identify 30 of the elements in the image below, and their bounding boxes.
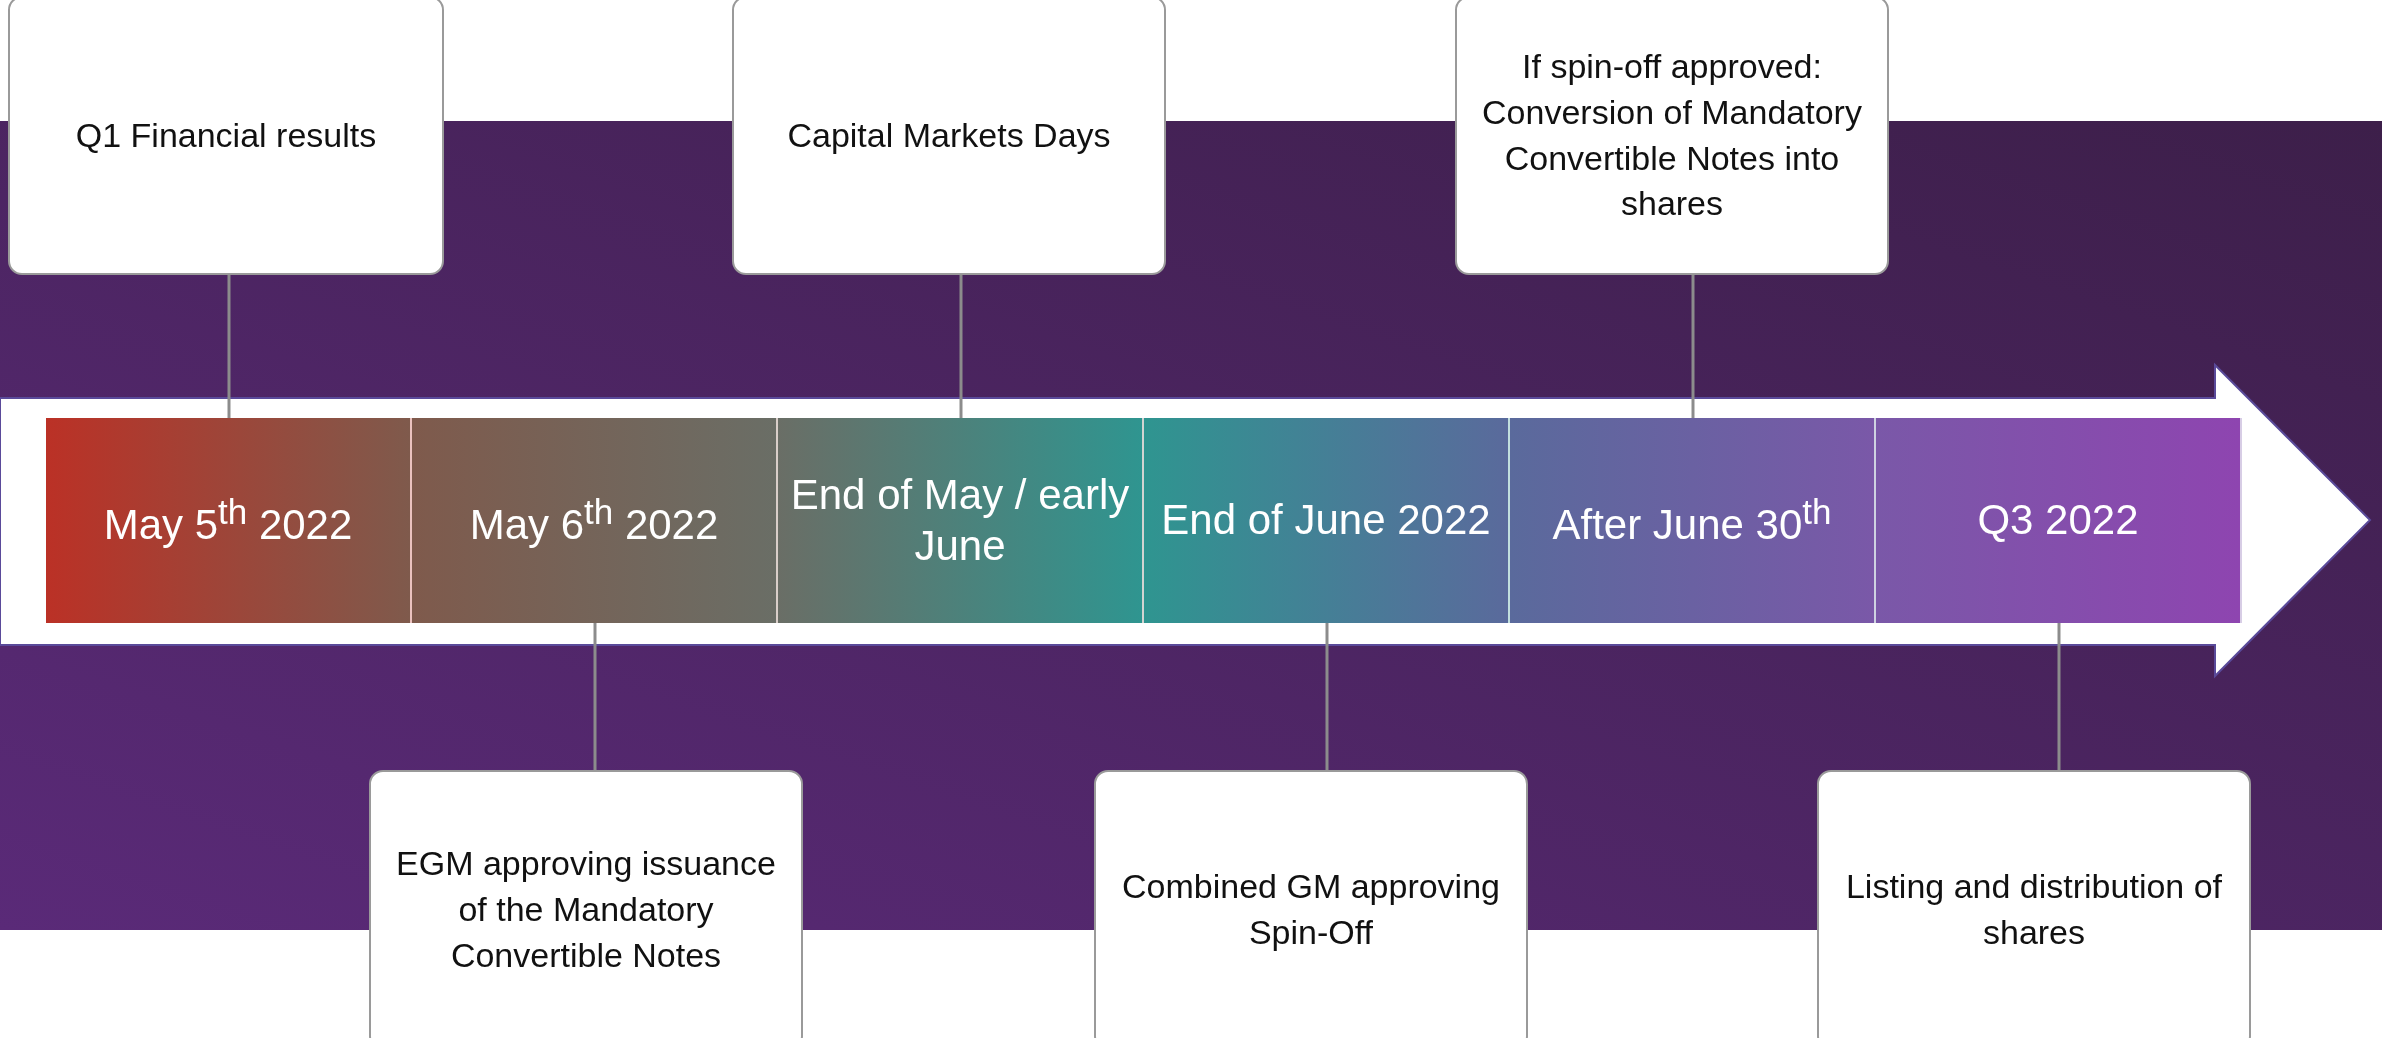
event-text: Combined GM approving Spin-Off — [1121, 866, 1501, 953]
date-label: End of June 2022 — [1161, 495, 1491, 546]
date-label: End of May / early June — [789, 470, 1131, 571]
leader-line — [1691, 275, 1695, 418]
date-segment — [1510, 418, 1876, 623]
callout-box — [1094, 770, 1528, 1038]
callout-box — [369, 770, 803, 1038]
date-label: May 5$^{th}$ 2022 — [103, 490, 353, 550]
callout-box — [1817, 770, 2251, 1038]
date-label: May 6$^{th}$ 2022 — [469, 490, 719, 550]
callout-box — [8, 0, 444, 275]
callout-box — [1455, 0, 1889, 275]
leader-line — [959, 275, 963, 418]
leader-line — [227, 275, 231, 418]
event-text: Listing and distribution of shares — [1844, 866, 2224, 953]
callout-box — [732, 0, 1166, 275]
date-label: After June 30$^{th}$ — [1552, 490, 1832, 550]
date-segment — [1144, 418, 1510, 623]
leader-line — [593, 623, 597, 770]
event-text: If spin-off approved: Conversion of Mandatory Convertible Notes into shares — [1481, 45, 1863, 225]
event-text: Q1 Financial results — [75, 114, 377, 156]
event-text: Capital Markets Days — [787, 114, 1111, 156]
leader-line — [2057, 623, 2061, 770]
date-segment — [778, 418, 1144, 623]
date-segment — [1876, 418, 2242, 623]
date-segment — [412, 418, 778, 623]
leader-line — [1325, 623, 1329, 770]
date-segment — [46, 418, 412, 623]
date-label: Q3 2022 — [1977, 495, 2139, 546]
event-text: EGM approving issuance of the Mandatory Convertible Notes — [395, 843, 777, 976]
